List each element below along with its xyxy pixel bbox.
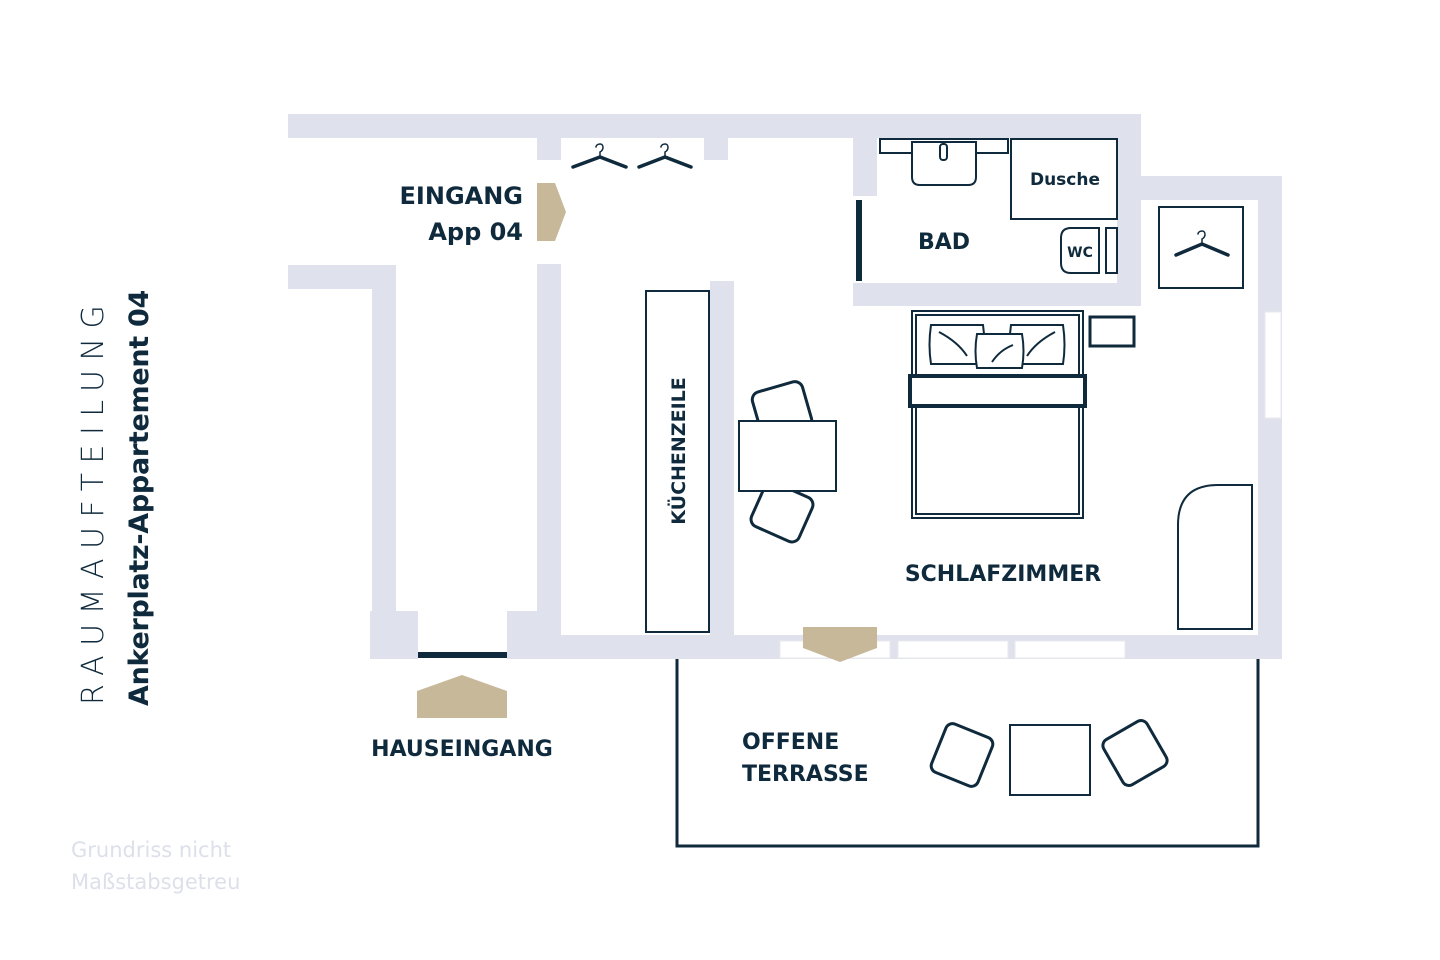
hanger-icon [1174, 230, 1230, 257]
nightstand [1088, 315, 1136, 348]
bath-fixtures [879, 138, 1118, 274]
window [1264, 311, 1282, 419]
wall-left [372, 265, 396, 659]
wall-top [288, 114, 1141, 138]
house-entrance-label: HAUSEINGANG [371, 737, 553, 762]
sink [911, 141, 977, 186]
wall-bath-right [1117, 114, 1141, 306]
wardrobe [1158, 206, 1244, 289]
scale-note: Grundriss nicht Maßstabsgetreu [71, 834, 240, 898]
chair [929, 722, 995, 788]
door-arrow-icon [803, 627, 877, 662]
terrace-label-2: TERRASSE [742, 762, 869, 787]
bath-label: BAD [918, 230, 970, 255]
hanger-icon [637, 143, 693, 169]
house-door [418, 652, 507, 658]
toilet [1060, 227, 1100, 274]
faucet [939, 143, 948, 161]
terrace-outline [675, 659, 1260, 848]
wc-label: WC [1067, 245, 1093, 261]
hanger-icon [571, 143, 628, 169]
door-arrow-icon [537, 183, 566, 241]
chair [1101, 719, 1169, 787]
wall-entrance-divider [537, 264, 561, 659]
pillow [974, 333, 1025, 369]
shower [1010, 138, 1118, 220]
scale-note-line1: Grundriss nicht [71, 838, 232, 862]
shower-label: Dusche [1030, 170, 1100, 190]
terrace-label: OFFENE [742, 730, 839, 755]
dining-table [738, 420, 837, 492]
scale-note-line2: Maßstabsgetreu [71, 870, 241, 894]
kitchen-counter [645, 290, 710, 633]
wall-kitchen-divider [710, 281, 734, 659]
entrance-apartment-label: App 04 [428, 218, 523, 246]
wall-bath-bottom [853, 283, 1141, 306]
bedroom-label: SCHLAFZIMMER [905, 562, 1101, 587]
wall-bath-left [853, 138, 877, 196]
dining-set [738, 380, 837, 544]
kitchen-label: KÜCHENZEILE [666, 377, 690, 524]
window [897, 640, 1009, 659]
door-arrow-icon [417, 675, 507, 718]
toilet-tank [1105, 227, 1118, 274]
bath-door [856, 200, 862, 281]
armchair [1177, 484, 1253, 630]
door-opening [418, 611, 507, 659]
wall-stub [704, 138, 728, 160]
wall-stub [537, 138, 561, 160]
terrace-table [1009, 724, 1091, 796]
window [1014, 640, 1126, 659]
entrance-label: EINGANG [400, 182, 523, 210]
duvet-fold [908, 374, 1087, 408]
bed [908, 310, 1087, 519]
terrace-furniture [929, 719, 1169, 796]
walls [288, 114, 1282, 659]
